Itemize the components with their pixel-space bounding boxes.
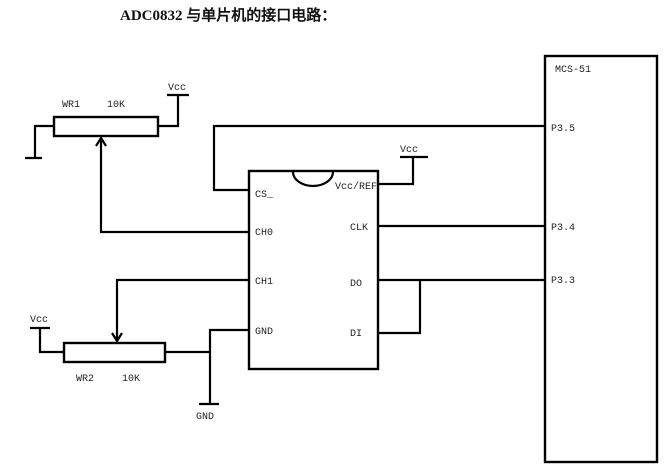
pot2-value: 10K bbox=[122, 374, 140, 385]
wire-pot1-gnd bbox=[33, 124, 54, 158]
adc-pin-ch1: CH1 bbox=[255, 277, 273, 288]
diagram-title: ADC0832 与单片机的接口电路： bbox=[120, 8, 337, 24]
adc-pin-ch0: CH0 bbox=[255, 228, 273, 239]
pot2-body bbox=[62, 341, 167, 364]
pot2-name: WR2 bbox=[76, 374, 94, 385]
adc-pin-do: DO bbox=[350, 279, 362, 290]
pot1-body bbox=[52, 115, 160, 138]
gnd-label: GND bbox=[196, 412, 214, 423]
mcu-pin-p33: P3.3 bbox=[551, 276, 575, 287]
mcu-block bbox=[543, 54, 659, 464]
pot1-name: WR1 bbox=[62, 100, 80, 111]
wire-chip-gnd bbox=[208, 328, 249, 404]
vcc-label-adc: Vcc bbox=[400, 145, 418, 156]
wire-ch1-wiper bbox=[115, 278, 249, 341]
pot1-wiper-arrow-icon bbox=[95, 135, 107, 147]
mcu-label: MCS-51 bbox=[555, 65, 591, 76]
pot1-value: 10K bbox=[107, 100, 125, 111]
vcc-label-pot2: Vcc bbox=[30, 315, 48, 326]
chip-notch bbox=[291, 171, 335, 188]
adc-pin-clk: CLK bbox=[350, 223, 368, 234]
wire-di-tie bbox=[378, 280, 422, 335]
wire-pot1-vcc bbox=[158, 95, 180, 128]
wire-pot2-vcc bbox=[38, 328, 64, 354]
wire-vccref bbox=[378, 157, 415, 186]
adc-pin-gnd: GND bbox=[255, 327, 273, 338]
adc-pin-vccref: Vcc/REF bbox=[335, 181, 377, 193]
adc-pin-di: DI bbox=[350, 329, 362, 340]
mcu-pin-p34: P3.4 bbox=[551, 223, 575, 234]
vcc-label-pot1: Vcc bbox=[168, 83, 186, 94]
mcu-pin-p35: P3.5 bbox=[551, 124, 575, 135]
adc-pin-cs: CS_ bbox=[255, 190, 274, 201]
adc-chip bbox=[247, 169, 380, 371]
wire-cs-p35 bbox=[212, 124, 545, 192]
pot2-wiper-arrow-icon bbox=[111, 332, 123, 344]
wire-ch0-wiper bbox=[99, 140, 249, 234]
